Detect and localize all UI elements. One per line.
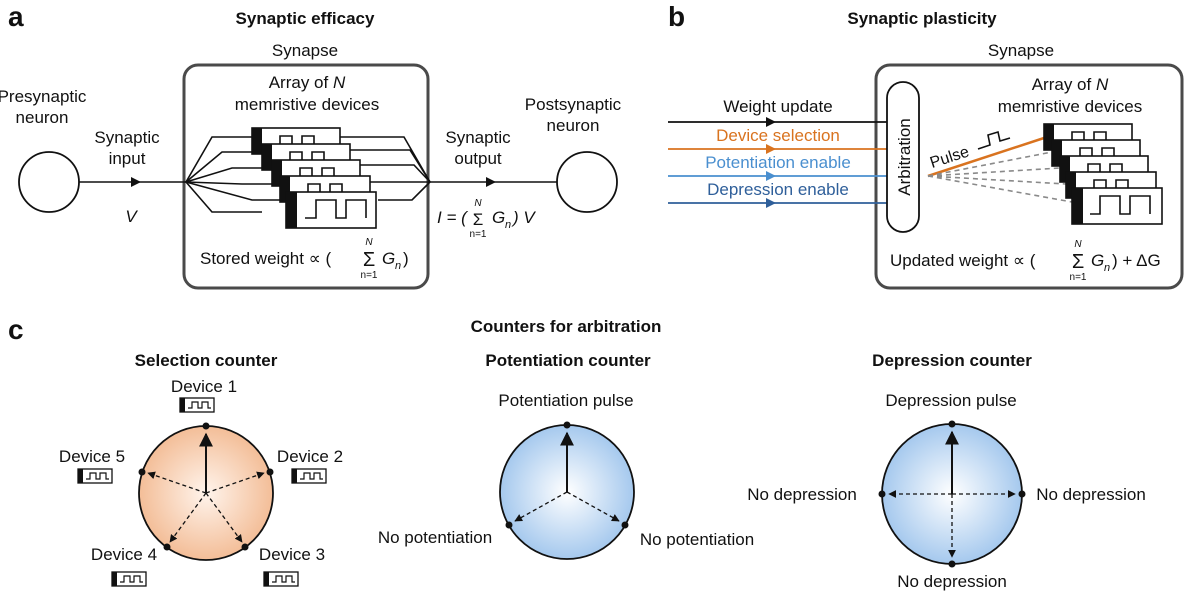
depression-enable-line: Depression enable (668, 180, 887, 208)
panel-b-title: Synaptic plasticity (847, 9, 997, 28)
svg-text:): ) (403, 249, 409, 268)
depression-dashed-arrows (888, 490, 1016, 558)
panel-a-synapse-box (182, 63, 430, 290)
svg-text:n=1: n=1 (361, 270, 378, 281)
svg-text:Device selection: Device selection (716, 126, 840, 145)
selection-dashed-arrows (147, 471, 265, 543)
device-1-icon (179, 397, 215, 413)
panel-b-letter: b (668, 1, 685, 32)
memristive-device-stack-a (251, 127, 377, 229)
svg-text:n=1: n=1 (1070, 272, 1087, 283)
svg-text:n: n (505, 219, 511, 231)
svg-text:N: N (365, 237, 373, 248)
panel-b-array-title: Array of N (1032, 75, 1109, 94)
panel-c-title: Counters for arbitration (471, 317, 662, 336)
depression-counter-title: Depression counter (872, 351, 1032, 370)
synaptic-input-label-1: Synaptic (94, 128, 160, 147)
selection-counter-title: Selection counter (135, 351, 278, 370)
panel-a-title: Synaptic efficacy (236, 9, 375, 28)
device-selection-line: Device selection (668, 126, 887, 154)
selection-device-4-label: Device 4 (91, 545, 157, 564)
pulse-lines (927, 136, 1073, 203)
svg-text:n: n (395, 260, 401, 272)
selection-device-2-label: Device 2 (277, 447, 343, 466)
svg-text:Stored weight ∝ (: Stored weight ∝ ( (200, 249, 332, 268)
selection-state-dots (138, 422, 274, 551)
panel-c-letter: c (8, 314, 24, 345)
fan-out-lines (340, 136, 431, 201)
postsynaptic-label-1: Postsynaptic (525, 95, 622, 114)
potentiation-state-dots (505, 421, 629, 529)
synaptic-output-arrow (486, 177, 496, 187)
svg-text:N: N (1074, 239, 1082, 250)
svg-text:Potentiation enable: Potentiation enable (705, 153, 851, 172)
depression-counter: Depression counter Depression pulse No d… (747, 351, 1146, 591)
presynaptic-neuron (18, 151, 80, 213)
svg-text:Depression enable: Depression enable (707, 180, 849, 199)
postsynaptic-neuron (556, 151, 618, 213)
panel-b-array-subtitle: memristive devices (998, 97, 1143, 116)
synaptic-output-label-2: output (454, 149, 502, 168)
selection-device-3-label: Device 3 (259, 545, 325, 564)
arbitration-label: Arbitration (895, 118, 914, 195)
no-depression-left-label: No depression (747, 485, 857, 504)
svg-text:Updated weight ∝ (: Updated weight ∝ ( (890, 251, 1036, 270)
synaptic-output-label-1: Synaptic (445, 128, 511, 147)
svg-text:G: G (382, 249, 395, 268)
selection-device-1-label: Device 1 (171, 377, 237, 396)
panel-a-array-title: Array of N (269, 73, 346, 92)
depression-state-dots (878, 420, 1026, 568)
potentiation-counter: Potentiation counter Potentiation pulse … (378, 351, 754, 560)
svg-text:Σ: Σ (1072, 251, 1084, 273)
no-depression-right-label: No depression (1036, 485, 1146, 504)
svg-text:I = (: I = ( (437, 208, 469, 227)
synaptic-input-label-2: input (109, 149, 146, 168)
svg-text:) + ΔG: ) + ΔG (1112, 251, 1161, 270)
input-voltage-symbol: V (125, 207, 138, 226)
stored-weight-equation: Stored weight ∝ ( Σ N n=1 G n ) (200, 237, 409, 281)
svg-text:) V: ) V (511, 208, 536, 227)
svg-text:N: N (474, 198, 482, 209)
selection-counter: Selection counter Device 1 Device 2 Devi… (59, 351, 343, 587)
arbitration-block (886, 81, 920, 233)
potentiation-dashed-arrows (514, 491, 620, 522)
no-potentiation-right-label: No potentiation (640, 530, 754, 549)
no-potentiation-left-label: No potentiation (378, 528, 492, 547)
no-depression-bottom-label: No depression (897, 572, 1007, 591)
depression-pulse-label: Depression pulse (885, 391, 1016, 410)
potentiation-counter-title: Potentiation counter (485, 351, 651, 370)
presynaptic-label-2: neuron (16, 108, 69, 127)
svg-text:Σ: Σ (363, 249, 375, 271)
device-2-icon (291, 468, 327, 484)
svg-text:n: n (1104, 262, 1110, 274)
updated-weight-equation: Updated weight ∝ ( Σ N n=1 G n ) + ΔG (890, 239, 1161, 283)
svg-text:G: G (492, 208, 505, 227)
memristive-device-stack-b (1043, 123, 1163, 225)
selection-device-5-label: Device 5 (59, 447, 125, 466)
svg-text:n=1: n=1 (470, 229, 487, 240)
potentiation-enable-line: Potentiation enable (668, 153, 887, 181)
panel-a-letter: a (8, 1, 24, 32)
svg-text:G: G (1091, 251, 1104, 270)
device-5-icon (77, 468, 113, 484)
presynaptic-label-1: Presynaptic (0, 87, 87, 106)
postsynaptic-label-2: neuron (547, 116, 600, 135)
svg-text:Σ: Σ (473, 210, 484, 229)
potentiation-pulse-label: Potentiation pulse (498, 391, 633, 410)
fan-in-lines (185, 136, 292, 213)
device-3-icon (263, 571, 299, 587)
panel-a-array-subtitle: memristive devices (235, 95, 380, 114)
pulse-waveform-icon (977, 130, 1011, 150)
device-4-icon (111, 571, 147, 587)
panel-c: c Counters for arbitration Selection cou… (8, 314, 1146, 591)
panel-a-synapse-label: Synapse (272, 41, 338, 60)
output-current-equation: I = ( Σ N n=1 G n ) V (437, 198, 536, 240)
weight-update-line: Weight update (668, 97, 887, 127)
panel-b-synapse-label: Synapse (988, 41, 1054, 60)
svg-text:Weight update: Weight update (723, 97, 832, 116)
synaptic-input-arrow (131, 177, 141, 187)
panel-b: b Synaptic plasticity Synapse Array of N… (668, 1, 1184, 290)
panel-a: a Synaptic efficacy Synapse Array of N m… (0, 1, 622, 290)
